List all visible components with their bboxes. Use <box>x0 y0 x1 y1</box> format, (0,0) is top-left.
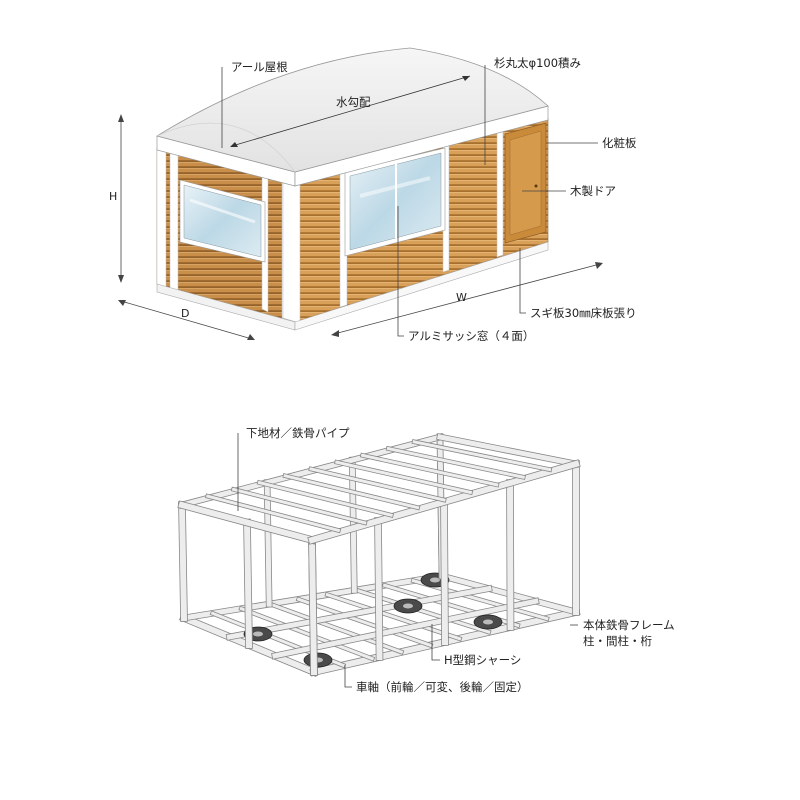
dimension-w-label: W <box>456 291 467 304</box>
house-exterior <box>155 47 549 331</box>
roof-rafter-6-face <box>335 460 473 495</box>
left-column-2-face <box>308 536 318 676</box>
roof-rafter-5-face <box>309 467 446 502</box>
roof-rafter-2-face <box>231 487 367 525</box>
main-frame-label-line1: 本体鉄骨フレーム <box>583 618 675 632</box>
steel-frame <box>177 432 581 677</box>
left-column-1-face <box>243 519 253 649</box>
roof-label: アール屋根 <box>231 60 288 74</box>
axle-hub-3 <box>403 603 413 609</box>
axle-hub-4 <box>483 619 493 625</box>
side-window <box>179 179 266 263</box>
log-wall-label: 杉丸太φ100積み <box>494 56 581 70</box>
left-column-0-face <box>178 501 188 622</box>
window-leader <box>397 206 404 337</box>
subframe-label: 下地材／鉄骨パイプ <box>246 426 350 440</box>
top-beam-right-face <box>437 434 579 467</box>
floor-label: スギ板30㎜床板張り <box>530 306 637 320</box>
h-beam-chassis-2-face <box>272 598 539 659</box>
base-front <box>294 241 549 331</box>
axle-label: 車軸（前輪／可変、後輪／固定） <box>356 680 529 694</box>
front-window <box>344 147 446 257</box>
slope-label: 水勾配 <box>336 95 371 109</box>
wooden-door <box>504 122 547 244</box>
back-column-1-face <box>264 480 272 607</box>
roof-rafter-7-face <box>360 453 499 487</box>
front-column-2-face <box>440 498 449 646</box>
chassis-label: H型鋼シャーシ <box>444 653 521 667</box>
front-column-1-face <box>374 517 383 661</box>
roof-rafter-3-face <box>257 480 394 518</box>
window-label: アルミサッシ窓（４面） <box>408 329 534 343</box>
main-frame-label-line2: 柱・間柱・桁 <box>583 634 652 648</box>
floor-joist-2-face <box>239 606 375 661</box>
slope-arrow <box>230 75 471 147</box>
dimension-d-label: D <box>181 307 189 320</box>
roof-rafter-1-face <box>205 494 341 533</box>
top-beam-left-face <box>178 501 316 544</box>
chassis-leader <box>431 624 440 661</box>
floor-joist-5-face <box>325 592 462 641</box>
dimension-w <box>331 262 603 337</box>
axle-hub-5 <box>430 577 440 583</box>
arched-roof <box>155 47 549 173</box>
dimension-h <box>118 114 124 283</box>
roof-rafter-9-face <box>412 440 552 472</box>
trim-board-label: 化粧板 <box>602 136 637 150</box>
roof-rafter-4-face <box>283 473 420 510</box>
axle-leader <box>344 665 352 688</box>
front-column-3-face <box>506 479 514 631</box>
dimension-d <box>118 300 255 340</box>
floor-joist-4-face <box>296 597 433 648</box>
dimension-h-label: H <box>109 190 117 203</box>
floor-leader <box>519 248 526 314</box>
door-label: 木製ドア <box>570 184 616 198</box>
axle-hub-1 <box>253 631 263 637</box>
roof-rafter-8-face <box>386 446 525 479</box>
